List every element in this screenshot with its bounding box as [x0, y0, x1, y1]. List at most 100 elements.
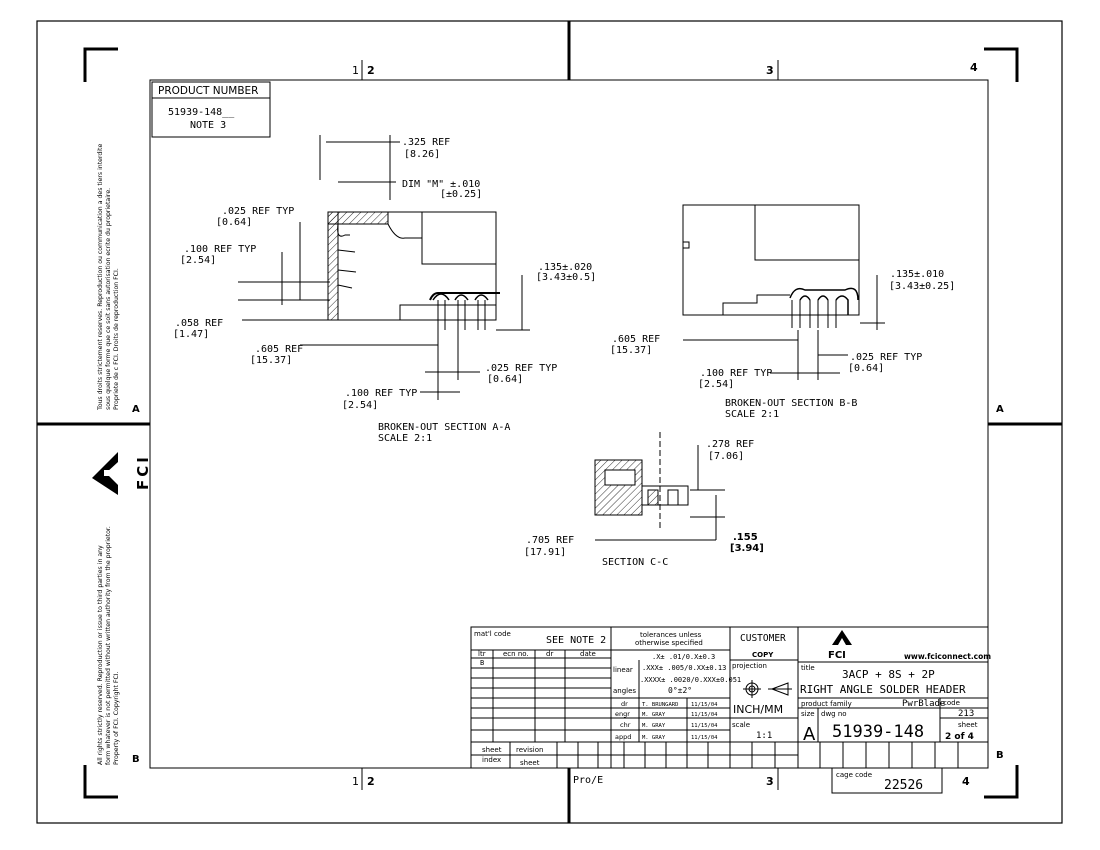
label-text: title	[801, 664, 815, 672]
fci-company: FCI	[828, 650, 846, 661]
product-number-box: PRODUCT NUMBER 51939-148__ NOTE 3	[151, 81, 271, 138]
revision-letter: B	[480, 659, 484, 667]
zone-right-a: A	[996, 404, 1004, 415]
cage-code: 22526	[884, 778, 923, 793]
label-text: .XXX± .005/0.XX±0.13	[642, 664, 726, 672]
label-text: .135±.010	[890, 269, 944, 280]
label-text: [0.64]	[848, 363, 884, 374]
label-text: [15.37]	[610, 345, 652, 356]
label-text: M. GRAY	[642, 723, 666, 729]
label-text: M. GRAY	[642, 712, 666, 718]
label-text: ecn no.	[503, 650, 529, 658]
label-text: .100 REF TYP	[345, 388, 417, 399]
label-text: form whatever is not permitted without w…	[105, 526, 112, 765]
zone-bottom-2: 2	[367, 775, 375, 788]
title-block-text: mat'l code SEE NOTE 2 tolerances unless …	[474, 630, 991, 793]
label-text: [2.54]	[698, 379, 734, 390]
size-value: A	[803, 724, 816, 745]
zone-top-3: 3	[766, 64, 774, 77]
label-text: Tous droits strictement reserves. Reprod…	[97, 144, 104, 411]
label-text: [17.91]	[524, 547, 566, 558]
label-text: dr	[621, 700, 628, 708]
label-text: revision	[516, 746, 543, 754]
label-text: .XXXX± .0020/0.XXX±0.051	[640, 676, 741, 684]
code-value: 213	[958, 709, 974, 719]
label-text: [15.37]	[250, 355, 292, 366]
section-aa-geometry	[238, 135, 530, 400]
zone-top-4: 4	[970, 61, 978, 74]
sheet-count: 2 of 4	[945, 732, 974, 742]
label-text: T. BRUNGARD	[642, 702, 678, 708]
label-text: 11/15/04	[691, 735, 718, 741]
zone-left-a: A	[132, 404, 140, 415]
label-text: .135±.020	[538, 262, 592, 273]
product-number: 51939-148__	[168, 107, 235, 118]
label-text: ltr	[478, 650, 486, 658]
title-line2: RIGHT ANGLE SOLDER HEADER	[800, 683, 966, 696]
label-text: [2.54]	[342, 400, 378, 411]
section-aa-scale: SCALE 2:1	[378, 433, 432, 444]
zone-top-1: 1	[352, 64, 359, 77]
label-text: sheet	[482, 746, 502, 754]
zone-top-2: 2	[367, 64, 375, 77]
projection-label: projection	[732, 662, 767, 670]
zone-left-b: B	[132, 754, 140, 765]
label-text: .025 REF TYP	[485, 363, 557, 374]
label-text: [±0.25]	[440, 189, 482, 200]
label-text: product family	[801, 700, 852, 708]
label-text: .278 REF	[706, 439, 754, 450]
label-text: .100 REF TYP	[700, 368, 772, 379]
section-aa-title: BROKEN-OUT SECTION A-A	[378, 422, 510, 433]
label-text: dwg no	[821, 710, 847, 718]
see-note: SEE NOTE 2	[546, 635, 606, 646]
label-text: size	[801, 710, 815, 718]
french-rights-note: Tous droits strictement reserves. Reprod…	[97, 144, 120, 411]
label-text: cage code	[836, 771, 872, 779]
label-text: .025 REF TYP	[850, 352, 922, 363]
label-text: .155	[733, 532, 758, 543]
section-cc-title: SECTION C-C	[602, 557, 668, 568]
section-bb-scale: SCALE 2:1	[725, 409, 779, 420]
label-text: 0°±2°	[668, 686, 692, 695]
label-text: sheet	[520, 759, 540, 767]
projection-symbol-icon	[743, 680, 792, 698]
zone-markers	[37, 21, 1062, 823]
label-text: [3.43±0.25]	[889, 281, 955, 292]
label-text: M. GRAY	[642, 735, 666, 741]
label-text: [8.26]	[404, 149, 440, 160]
label-text: .025 REF TYP	[222, 206, 294, 217]
label-text: engr	[615, 710, 630, 718]
label-text: FCI	[134, 454, 152, 490]
section-bb-geometry	[682, 204, 885, 380]
label-text: .605 REF	[255, 344, 303, 355]
website: www.fciconnect.com	[904, 652, 991, 661]
dwg-number: 51939-148	[832, 722, 924, 742]
label-text: dr	[546, 650, 553, 658]
label-text: DIM "M" ±.010	[402, 179, 480, 190]
label-text: [7.06]	[708, 451, 744, 462]
section-bb-dims: .135±.010 [3.43±0.25] .605 REF [15.37] .…	[610, 269, 955, 420]
label-text: sous quelque forme que ce soit sans auto…	[105, 188, 112, 410]
title-block-grid	[470, 626, 989, 794]
fci-logo-icon	[832, 630, 852, 645]
label-text: [2.54]	[180, 255, 216, 266]
tolerances-line2: otherwise specified	[635, 639, 703, 647]
label-text: .705 REF	[526, 535, 574, 546]
zone-bottom-4: 4	[962, 775, 970, 788]
section-cc-dims: .278 REF [7.06] .705 REF [17.91] .155 [3…	[524, 439, 764, 568]
zone-ticks	[361, 60, 779, 790]
units-label: INCH/MM	[733, 703, 783, 716]
scale-value: 1:1	[756, 731, 772, 741]
section-cc-geometry	[594, 432, 725, 541]
tolerances-line1: tolerances unless	[640, 631, 702, 639]
zone-bottom-3: 3	[766, 775, 774, 788]
label-text: .100 REF TYP	[184, 244, 256, 255]
label-text: .X± .01/0.X±0.3	[652, 653, 715, 661]
label-text: date	[580, 650, 596, 658]
label-text: [3.43±0.5]	[536, 272, 596, 283]
label-text: sheet	[958, 721, 978, 729]
section-aa-dims: .325 REF [8.26] DIM "M" ±.010 [±0.25] .0…	[173, 137, 596, 444]
label-text: .325 REF	[402, 137, 450, 148]
outer-frame	[36, 20, 1063, 824]
